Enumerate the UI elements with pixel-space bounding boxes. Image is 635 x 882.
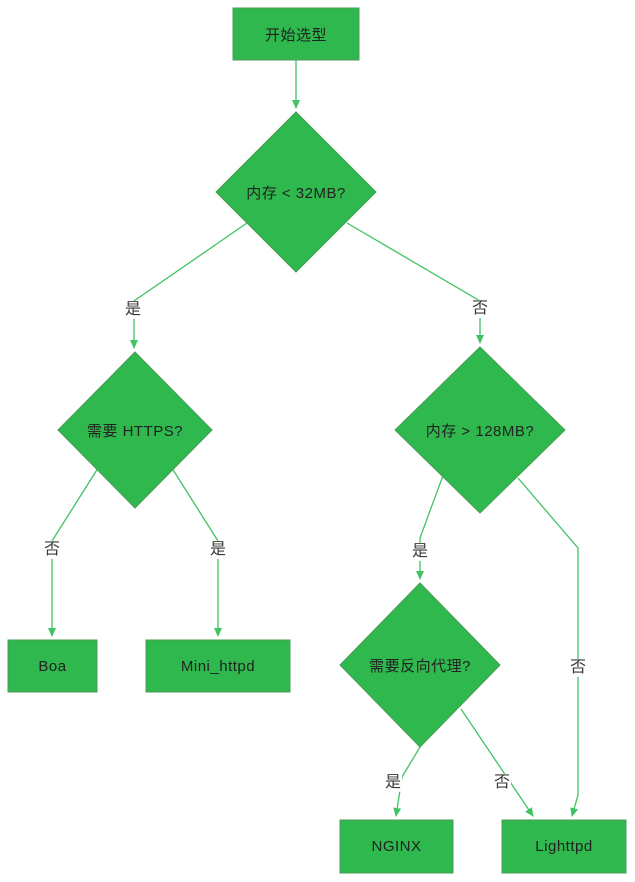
node-lighttpd-shape (501, 819, 627, 874)
node-boa-shape (7, 639, 98, 693)
edge-label-mem32-no: 否 (470, 299, 490, 319)
node-proxy-diamond (339, 582, 501, 748)
edge-mem32-yes-to-https (130, 222, 248, 349)
node-https-diamond (57, 351, 213, 509)
edge-label-proxy-yes: 是 (383, 773, 403, 793)
node-mem32-diamond (215, 111, 377, 273)
edge-label-https-no: 否 (42, 540, 62, 560)
edge-mem128-yes-to-proxy (416, 461, 449, 580)
node-mem128-diamond (394, 346, 566, 514)
node-start-shape (232, 7, 360, 61)
edge-label-https-yes: 是 (208, 540, 228, 560)
edge-mem32-no-to-mem128 (346, 222, 484, 344)
node-mini-httpd-shape (145, 639, 291, 693)
edge-mem128-no-to-lighttpd (517, 477, 579, 817)
edge-label-mem32-yes: 是 (123, 300, 143, 320)
node-nginx-shape (339, 819, 454, 874)
edge-label-mem128-yes: 是 (410, 542, 430, 562)
edge-proxy-no-to-lighttpd (460, 708, 534, 817)
edge-label-proxy-no: 否 (492, 773, 512, 793)
edge-label-mem128-no: 否 (568, 658, 588, 678)
